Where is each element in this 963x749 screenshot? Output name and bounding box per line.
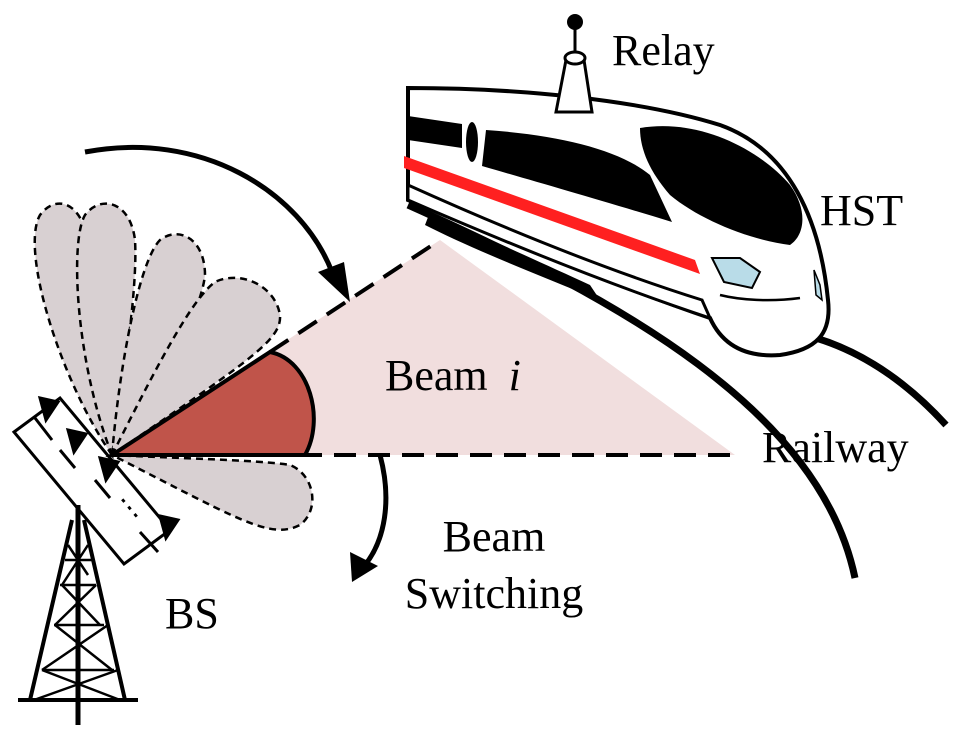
beam-switching-label-line2: Switching (405, 569, 583, 618)
candidate-beams (33, 202, 314, 531)
bs-tower (18, 505, 138, 725)
bs-label: BS (165, 589, 219, 638)
candidate-beam-5 (111, 453, 314, 531)
antenna-element-icon (37, 395, 61, 424)
train-nose-line (719, 293, 801, 302)
train-door-window (466, 122, 478, 162)
beam-switching-label-line1: Beam (443, 512, 546, 561)
relay-antenna-ball (567, 14, 583, 30)
beam-label-index: i (509, 351, 521, 400)
beam-switching-arrow (350, 454, 389, 582)
high-speed-train (404, 85, 831, 358)
beam-sweep-arrow (84, 145, 350, 302)
train-headlight (710, 257, 762, 290)
antenna-element-icon (65, 427, 89, 456)
arrow-head-icon (350, 552, 378, 582)
train-windshield (640, 126, 803, 245)
hst-label: HST (820, 186, 903, 235)
antenna-ellipsis: ⋮ (109, 487, 150, 529)
relay-unit (554, 14, 594, 114)
relay-label: Relay (612, 26, 715, 75)
train-skirt (425, 212, 600, 300)
train-side-window-rear (408, 116, 462, 148)
train-side-window-front (482, 130, 672, 222)
beam-label: Beam i (385, 351, 521, 400)
beam-label-word: Beam (385, 351, 488, 400)
antenna-element-icon (157, 513, 181, 542)
train-side-headlight (813, 269, 823, 302)
arrow-head-icon (318, 262, 350, 302)
railway-label: Railway (762, 423, 909, 472)
relay-top (563, 50, 587, 66)
train-red-stripe (404, 156, 700, 274)
relay-body (554, 58, 594, 114)
candidate-beam-4 (110, 276, 282, 457)
antenna-element-icon (97, 455, 121, 484)
train-underbody (406, 182, 713, 321)
active-beam (105, 349, 316, 457)
